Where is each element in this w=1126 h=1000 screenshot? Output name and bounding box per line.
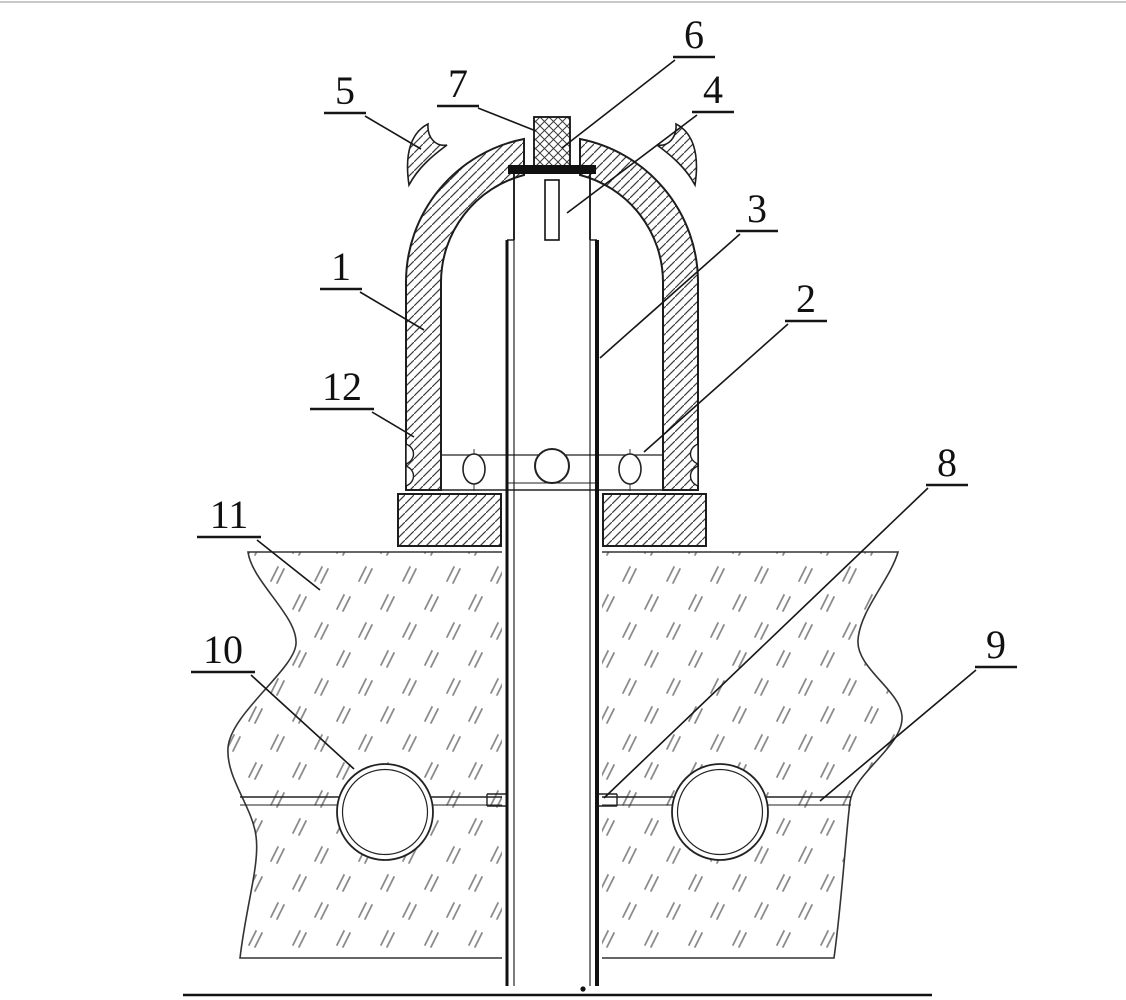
leader-line-6 xyxy=(561,59,676,149)
ref-label-12: 12 xyxy=(310,364,415,438)
inner-stem xyxy=(544,179,560,241)
ref-number-4: 4 xyxy=(703,67,723,112)
ref-number-2: 2 xyxy=(796,276,816,321)
ref-label-1: 1 xyxy=(320,244,425,331)
tube-channel-mask xyxy=(502,549,602,959)
tube-bottom-dot xyxy=(580,986,586,992)
leader-line-8 xyxy=(603,487,929,799)
leader-line-1 xyxy=(359,291,425,331)
ref-label-10: 10 xyxy=(191,627,355,770)
bell-wall-right xyxy=(579,137,699,491)
leader-line-12 xyxy=(371,411,415,438)
pipe-hole-left xyxy=(336,763,434,861)
seal-grooves-right xyxy=(689,442,699,488)
ref-number-1: 1 xyxy=(331,244,351,289)
leader-line-7 xyxy=(477,107,537,132)
seal-grooves-left xyxy=(405,442,415,488)
ref-number-3: 3 xyxy=(747,186,767,231)
leader-line-5 xyxy=(364,115,422,150)
ref-label-6: 6 xyxy=(561,12,715,149)
top-plug xyxy=(533,116,571,167)
ref-label-7: 7 xyxy=(437,61,537,132)
ref-number-11: 11 xyxy=(210,492,249,537)
ref-number-12: 12 xyxy=(322,364,362,409)
bell-wall-left xyxy=(405,137,525,491)
leader-line-2 xyxy=(643,323,789,453)
base-flange xyxy=(397,493,707,547)
leader-line-9 xyxy=(819,669,977,802)
ref-label-2: 2 xyxy=(643,276,827,453)
ref-label-3: 3 xyxy=(599,186,778,359)
leader-line-11 xyxy=(256,539,321,591)
ref-label-11: 11 xyxy=(197,492,321,591)
side-port-left xyxy=(462,453,486,485)
ref-number-10: 10 xyxy=(203,627,243,672)
ref-number-7: 7 xyxy=(448,61,468,106)
base-flange-right xyxy=(602,493,707,547)
ref-label-4: 4 xyxy=(566,67,734,214)
ref-number-8: 8 xyxy=(937,440,957,485)
ref-number-5: 5 xyxy=(335,68,355,113)
bell-ear-left xyxy=(406,122,448,188)
injection-tube xyxy=(505,116,599,992)
ref-number-6: 6 xyxy=(684,12,704,57)
valve-seat-section xyxy=(406,448,698,491)
ref-label-5: 5 xyxy=(324,68,422,150)
reference-labels: 6 7 4 5 32 1 12 11 8 10 9 xyxy=(191,12,1017,802)
side-port-right xyxy=(618,453,642,485)
anchor-bell-housing xyxy=(405,122,699,491)
ref-label-8: 8 xyxy=(603,440,968,799)
pipe-hole-right xyxy=(671,763,769,861)
pipe-tube-junction xyxy=(486,793,618,807)
ref-label-9: 9 xyxy=(819,622,1017,802)
tube-cap-bar xyxy=(508,165,596,174)
bell-ear-right xyxy=(656,122,698,188)
check-ball xyxy=(534,448,570,484)
leader-line-4 xyxy=(566,114,698,214)
leader-line-10 xyxy=(250,674,355,770)
ref-number-9: 9 xyxy=(986,622,1006,667)
base-flange-left xyxy=(397,493,502,547)
leader-line-3 xyxy=(599,233,741,359)
